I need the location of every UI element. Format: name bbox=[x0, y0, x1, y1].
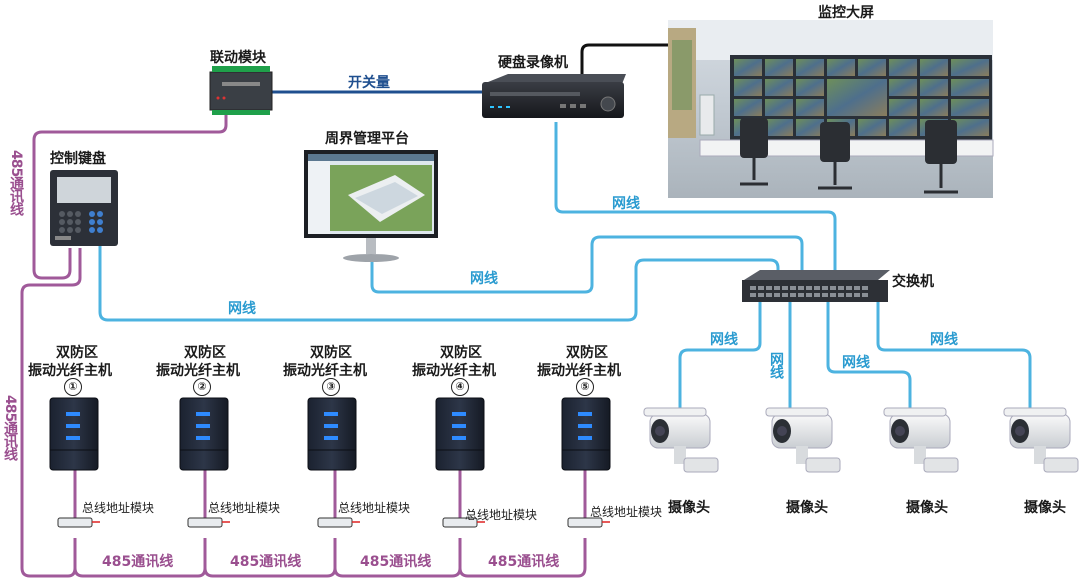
nvr-image bbox=[482, 74, 626, 118]
rs485-label-bus-4: 485通讯线 bbox=[488, 554, 560, 570]
network-label-keyboard: 网线 bbox=[228, 301, 256, 317]
bus-module-label-4: 总线地址模块 bbox=[465, 508, 538, 522]
linkage-module-label: 联动模块 bbox=[210, 50, 266, 66]
control-keyboard-image bbox=[50, 170, 118, 246]
bus-module-label-2: 总线地址模块 bbox=[208, 501, 281, 515]
rs485-label-bus-2: 485通讯线 bbox=[230, 554, 302, 570]
bus-module-label-1: 总线地址模块 bbox=[82, 501, 155, 515]
network-lines bbox=[98, 122, 1032, 410]
camera-image-3 bbox=[883, 407, 959, 473]
camera-label-1: 摄像头 bbox=[668, 500, 710, 516]
host-3-title-line1: 双防区 bbox=[310, 345, 352, 361]
bus-module-label-3: 总线地址模块 bbox=[338, 501, 411, 515]
perimeter-monitor-image bbox=[304, 150, 438, 262]
network-label-camera-3: 网线 bbox=[842, 355, 870, 371]
host-3-number: ③ bbox=[322, 378, 340, 396]
switch-label: 交换机 bbox=[892, 274, 934, 290]
bus-module-label-5: 总线地址模块 bbox=[590, 505, 663, 519]
nvr-label: 硬盘录像机 bbox=[498, 55, 568, 71]
host-2-number: ② bbox=[193, 378, 211, 396]
fiber-host-image-4 bbox=[435, 397, 485, 471]
control-keyboard-label: 控制键盘 bbox=[50, 151, 106, 167]
camera-label-4: 摄像头 bbox=[1024, 500, 1066, 516]
rs485-label-bus-3: 485通讯线 bbox=[360, 554, 432, 570]
host-1-title-line1: 双防区 bbox=[56, 345, 98, 361]
camera-image-1 bbox=[643, 407, 719, 473]
host-4-number: ④ bbox=[451, 378, 469, 396]
host-1-title-line2: 振动光纤主机 bbox=[28, 363, 112, 379]
fiber-host-image-2 bbox=[179, 397, 229, 471]
bus-module-image-3 bbox=[317, 517, 353, 528]
host-4-title-line2: 振动光纤主机 bbox=[412, 363, 496, 379]
perimeter-platform-label: 周界管理平台 bbox=[325, 131, 409, 147]
host-4-title-line1: 双防区 bbox=[440, 345, 482, 361]
video-wall-image bbox=[668, 20, 994, 198]
network-label-platform: 网线 bbox=[470, 271, 498, 287]
rs485-label-upper: 485通讯线 bbox=[8, 150, 24, 216]
bus-module-image-1 bbox=[57, 517, 93, 528]
fiber-host-image-1 bbox=[49, 397, 99, 471]
switch-image bbox=[742, 270, 890, 302]
network-label-nvr: 网线 bbox=[612, 196, 640, 212]
bus-module-image-2 bbox=[187, 517, 223, 528]
camera-image-4 bbox=[1003, 407, 1079, 473]
network-label-camera-4: 网线 bbox=[930, 332, 958, 348]
rs485-label-lower: 485通讯线 bbox=[2, 395, 18, 461]
fiber-host-image-5 bbox=[561, 397, 611, 471]
linkage-module-image bbox=[209, 66, 273, 115]
camera-label-3: 摄像头 bbox=[906, 500, 948, 516]
nvr-video-line bbox=[580, 43, 668, 78]
host-2-title-line1: 双防区 bbox=[184, 345, 226, 361]
host-3-title-line2: 振动光纤主机 bbox=[283, 363, 367, 379]
host-5-number: ⑤ bbox=[576, 378, 594, 396]
host-5-title-line2: 振动光纤主机 bbox=[537, 363, 621, 379]
rs485-label-bus-1: 485通讯线 bbox=[102, 554, 174, 570]
switch-signal-label: 开关量 bbox=[348, 75, 390, 91]
network-label-camera-2: 网线 bbox=[768, 352, 784, 378]
fiber-host-image-3 bbox=[307, 397, 357, 471]
camera-image-2 bbox=[765, 407, 841, 473]
video-wall-label: 监控大屏 bbox=[818, 5, 874, 21]
network-label-camera-1: 网线 bbox=[710, 332, 738, 348]
rs485-lines bbox=[20, 110, 587, 578]
camera-label-2: 摄像头 bbox=[786, 500, 828, 516]
host-1-number: ① bbox=[64, 378, 82, 396]
host-5-title-line1: 双防区 bbox=[566, 345, 608, 361]
host-2-title-line2: 振动光纤主机 bbox=[156, 363, 240, 379]
